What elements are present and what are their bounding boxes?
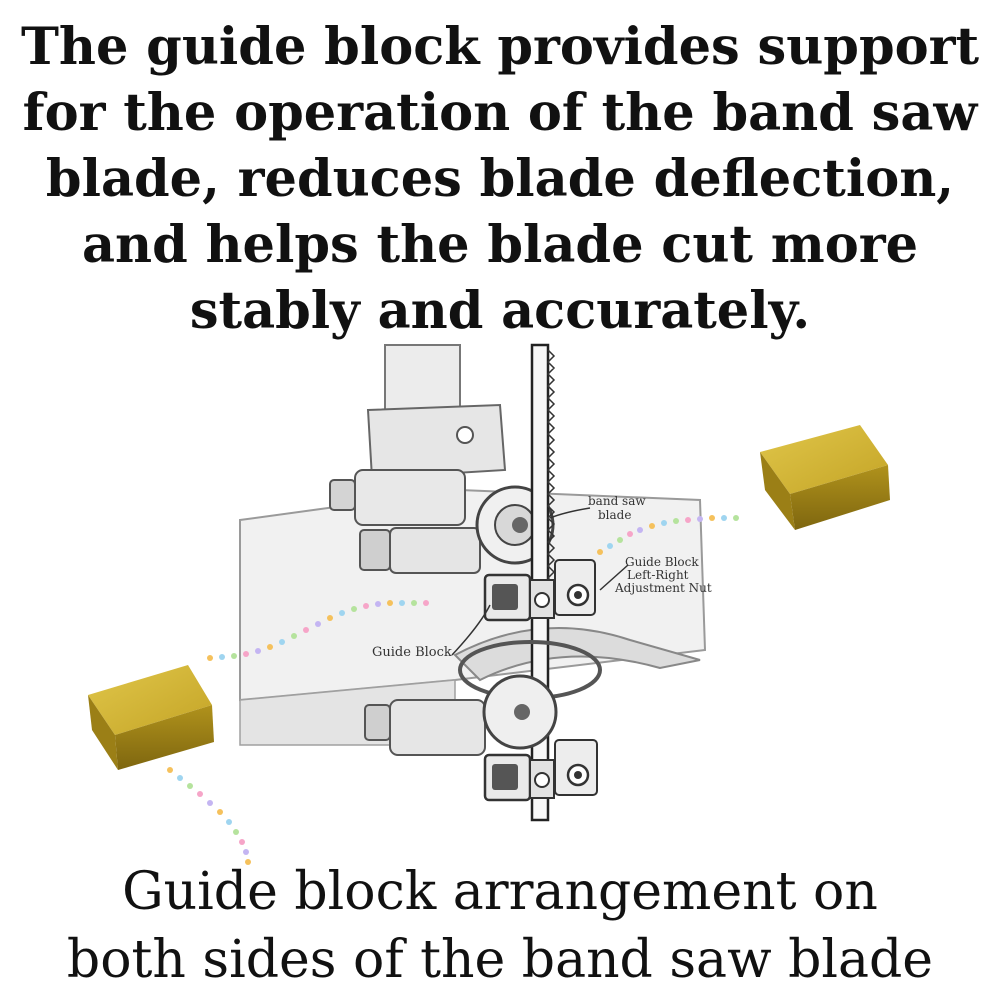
blade-label-line1: band saw (588, 494, 646, 508)
upper-guide-blocks (483, 559, 596, 622)
nut-label-line2: Left-Right (627, 568, 689, 582)
headline-line: stably and accurately. (189, 281, 811, 341)
headline-line: The guide block provides support (20, 17, 980, 77)
saw-table (239, 488, 707, 746)
nut-label-line1: Guide Block (625, 555, 699, 569)
gold-guide-block-left (88, 665, 214, 770)
label-leaders (451, 507, 629, 656)
blade-label-line2: blade (598, 508, 631, 522)
caption-line: Guide block arrangement on (122, 862, 878, 922)
guide-block-label: Guide Block (372, 645, 452, 660)
headline-line: blade, reduces blade deflection, (45, 149, 955, 209)
headline: The guide block provides support for the… (0, 14, 1000, 344)
caption-line: both sides of the band saw blade (66, 930, 934, 990)
upper-guide-post (366, 344, 507, 480)
gold-guide-block-right (760, 425, 890, 530)
upper-guide-assembly (329, 469, 555, 574)
headline-line: and helps the blade cut more (81, 215, 919, 275)
lower-guide-assembly (364, 640, 602, 802)
dotted-trail-upper (597, 515, 739, 555)
nut-label-line3: Adjustment Nut (614, 581, 712, 595)
dotted-trail-lower (167, 767, 251, 865)
dotted-trail-left (207, 600, 429, 661)
caption: Guide block arrangement on both sides of… (0, 858, 1000, 994)
headline-line: for the operation of the band saw (22, 83, 978, 143)
